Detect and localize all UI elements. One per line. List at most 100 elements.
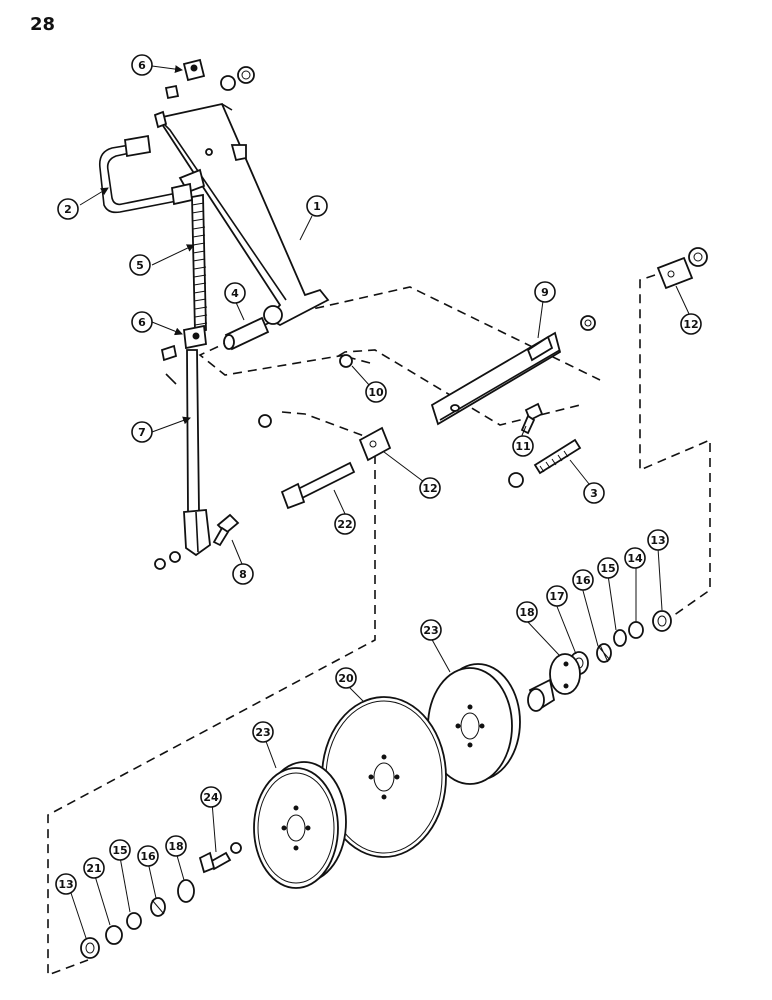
bolt-22 — [280, 461, 356, 510]
callout-12: 12 — [419, 477, 441, 499]
bolt-8 — [212, 513, 240, 547]
callout-circle — [131, 311, 153, 333]
callout-18: 18 — [165, 835, 187, 857]
callout-number: 17 — [549, 590, 564, 603]
callout-9: 9 — [534, 281, 556, 303]
callout-number: 12 — [422, 482, 437, 495]
callout-7: 7 — [131, 421, 153, 443]
callout-8: 8 — [232, 563, 254, 585]
callout-circle — [335, 667, 357, 689]
callout-circle — [137, 845, 159, 867]
callout-24: 24 — [200, 786, 222, 808]
callout-4: 4 — [224, 282, 246, 304]
callout-number: 18 — [519, 606, 534, 619]
callout-15: 15 — [109, 839, 131, 861]
bolt-11 — [520, 402, 544, 435]
callout-circle — [546, 585, 568, 607]
callout-circle — [83, 857, 105, 879]
callout-circle — [252, 721, 274, 743]
callout-number: 15 — [600, 562, 615, 575]
callout-22: 22 — [334, 513, 356, 535]
dashed-assembly-lines — [47, 274, 711, 977]
pulley-23-right — [427, 663, 521, 785]
callout-circle — [55, 873, 77, 895]
callout-circle — [512, 435, 534, 457]
callout-number: 22 — [337, 518, 352, 531]
callout-1: 1 — [306, 195, 328, 217]
callout-circle — [365, 381, 387, 403]
callout-number: 24 — [203, 791, 219, 804]
plate-12-middle — [258, 414, 392, 462]
callout-number: 23 — [423, 624, 438, 637]
rod — [154, 349, 211, 570]
callout-labels: 1234566789101112121314151617182023232413… — [55, 54, 702, 895]
callout-number: 6 — [138, 316, 146, 329]
callout-circle — [534, 281, 556, 303]
callout-6: 6 — [131, 311, 153, 333]
callout-circle — [131, 421, 153, 443]
callout-10: 10 — [365, 381, 387, 403]
callout-16: 16 — [137, 845, 159, 867]
callout-circle — [680, 313, 702, 335]
hub-stack — [569, 610, 672, 675]
arm-assembly — [153, 102, 330, 327]
callout-20: 20 — [335, 667, 357, 689]
callout-circle — [572, 569, 594, 591]
pin — [223, 316, 270, 351]
bar-9 — [430, 315, 596, 426]
callout-18: 18 — [516, 601, 538, 623]
callout-circle — [232, 563, 254, 585]
callout-number: 13 — [58, 878, 73, 891]
callout-11: 11 — [512, 435, 534, 457]
callout-circle — [165, 835, 187, 857]
callout-6: 6 — [131, 54, 153, 76]
callout-circle — [647, 529, 669, 551]
callout-circle — [57, 198, 79, 220]
callout-number: 12 — [683, 318, 698, 331]
left-bearing-stack — [80, 879, 195, 959]
callout-13: 13 — [647, 529, 669, 551]
callout-number: 16 — [140, 850, 156, 863]
callout-number: 14 — [627, 552, 643, 565]
callout-circle — [583, 482, 605, 504]
top-fittings — [164, 58, 255, 100]
callout-number: 15 — [112, 844, 127, 857]
callout-circle — [131, 54, 153, 76]
callout-circle — [334, 513, 356, 535]
callout-number: 20 — [338, 672, 354, 685]
callout-number: 13 — [650, 534, 665, 547]
callout-23: 23 — [420, 619, 442, 641]
callout-3: 3 — [583, 482, 605, 504]
callout-number: 23 — [255, 726, 270, 739]
callout-number: 11 — [515, 440, 530, 453]
plate-12-right — [656, 247, 708, 290]
lower-fitting — [160, 324, 207, 385]
callout-number: 5 — [136, 259, 144, 272]
callout-number: 4 — [231, 287, 239, 300]
callout-2: 2 — [57, 198, 79, 220]
callout-circle — [129, 254, 151, 276]
callout-13: 13 — [55, 873, 77, 895]
callout-circle — [306, 195, 328, 217]
callout-circle — [224, 282, 246, 304]
callout-17: 17 — [546, 585, 568, 607]
callout-number: 6 — [138, 59, 146, 72]
callout-21: 21 — [83, 857, 105, 879]
callout-circle — [597, 557, 619, 579]
callout-number: 3 — [590, 487, 598, 500]
callout-circle — [624, 547, 646, 569]
callout-number: 16 — [575, 574, 591, 587]
callout-number: 2 — [64, 203, 72, 216]
callout-circle — [200, 786, 222, 808]
hub-17 — [527, 653, 581, 712]
callout-15: 15 — [597, 557, 619, 579]
callout-number: 8 — [239, 568, 247, 581]
callout-number: 18 — [168, 840, 183, 853]
callout-12: 12 — [680, 313, 702, 335]
spring — [191, 193, 208, 334]
page-number: 28 — [30, 14, 56, 35]
callout-16: 16 — [572, 569, 594, 591]
callout-circle — [109, 839, 131, 861]
callout-circle — [419, 477, 441, 499]
